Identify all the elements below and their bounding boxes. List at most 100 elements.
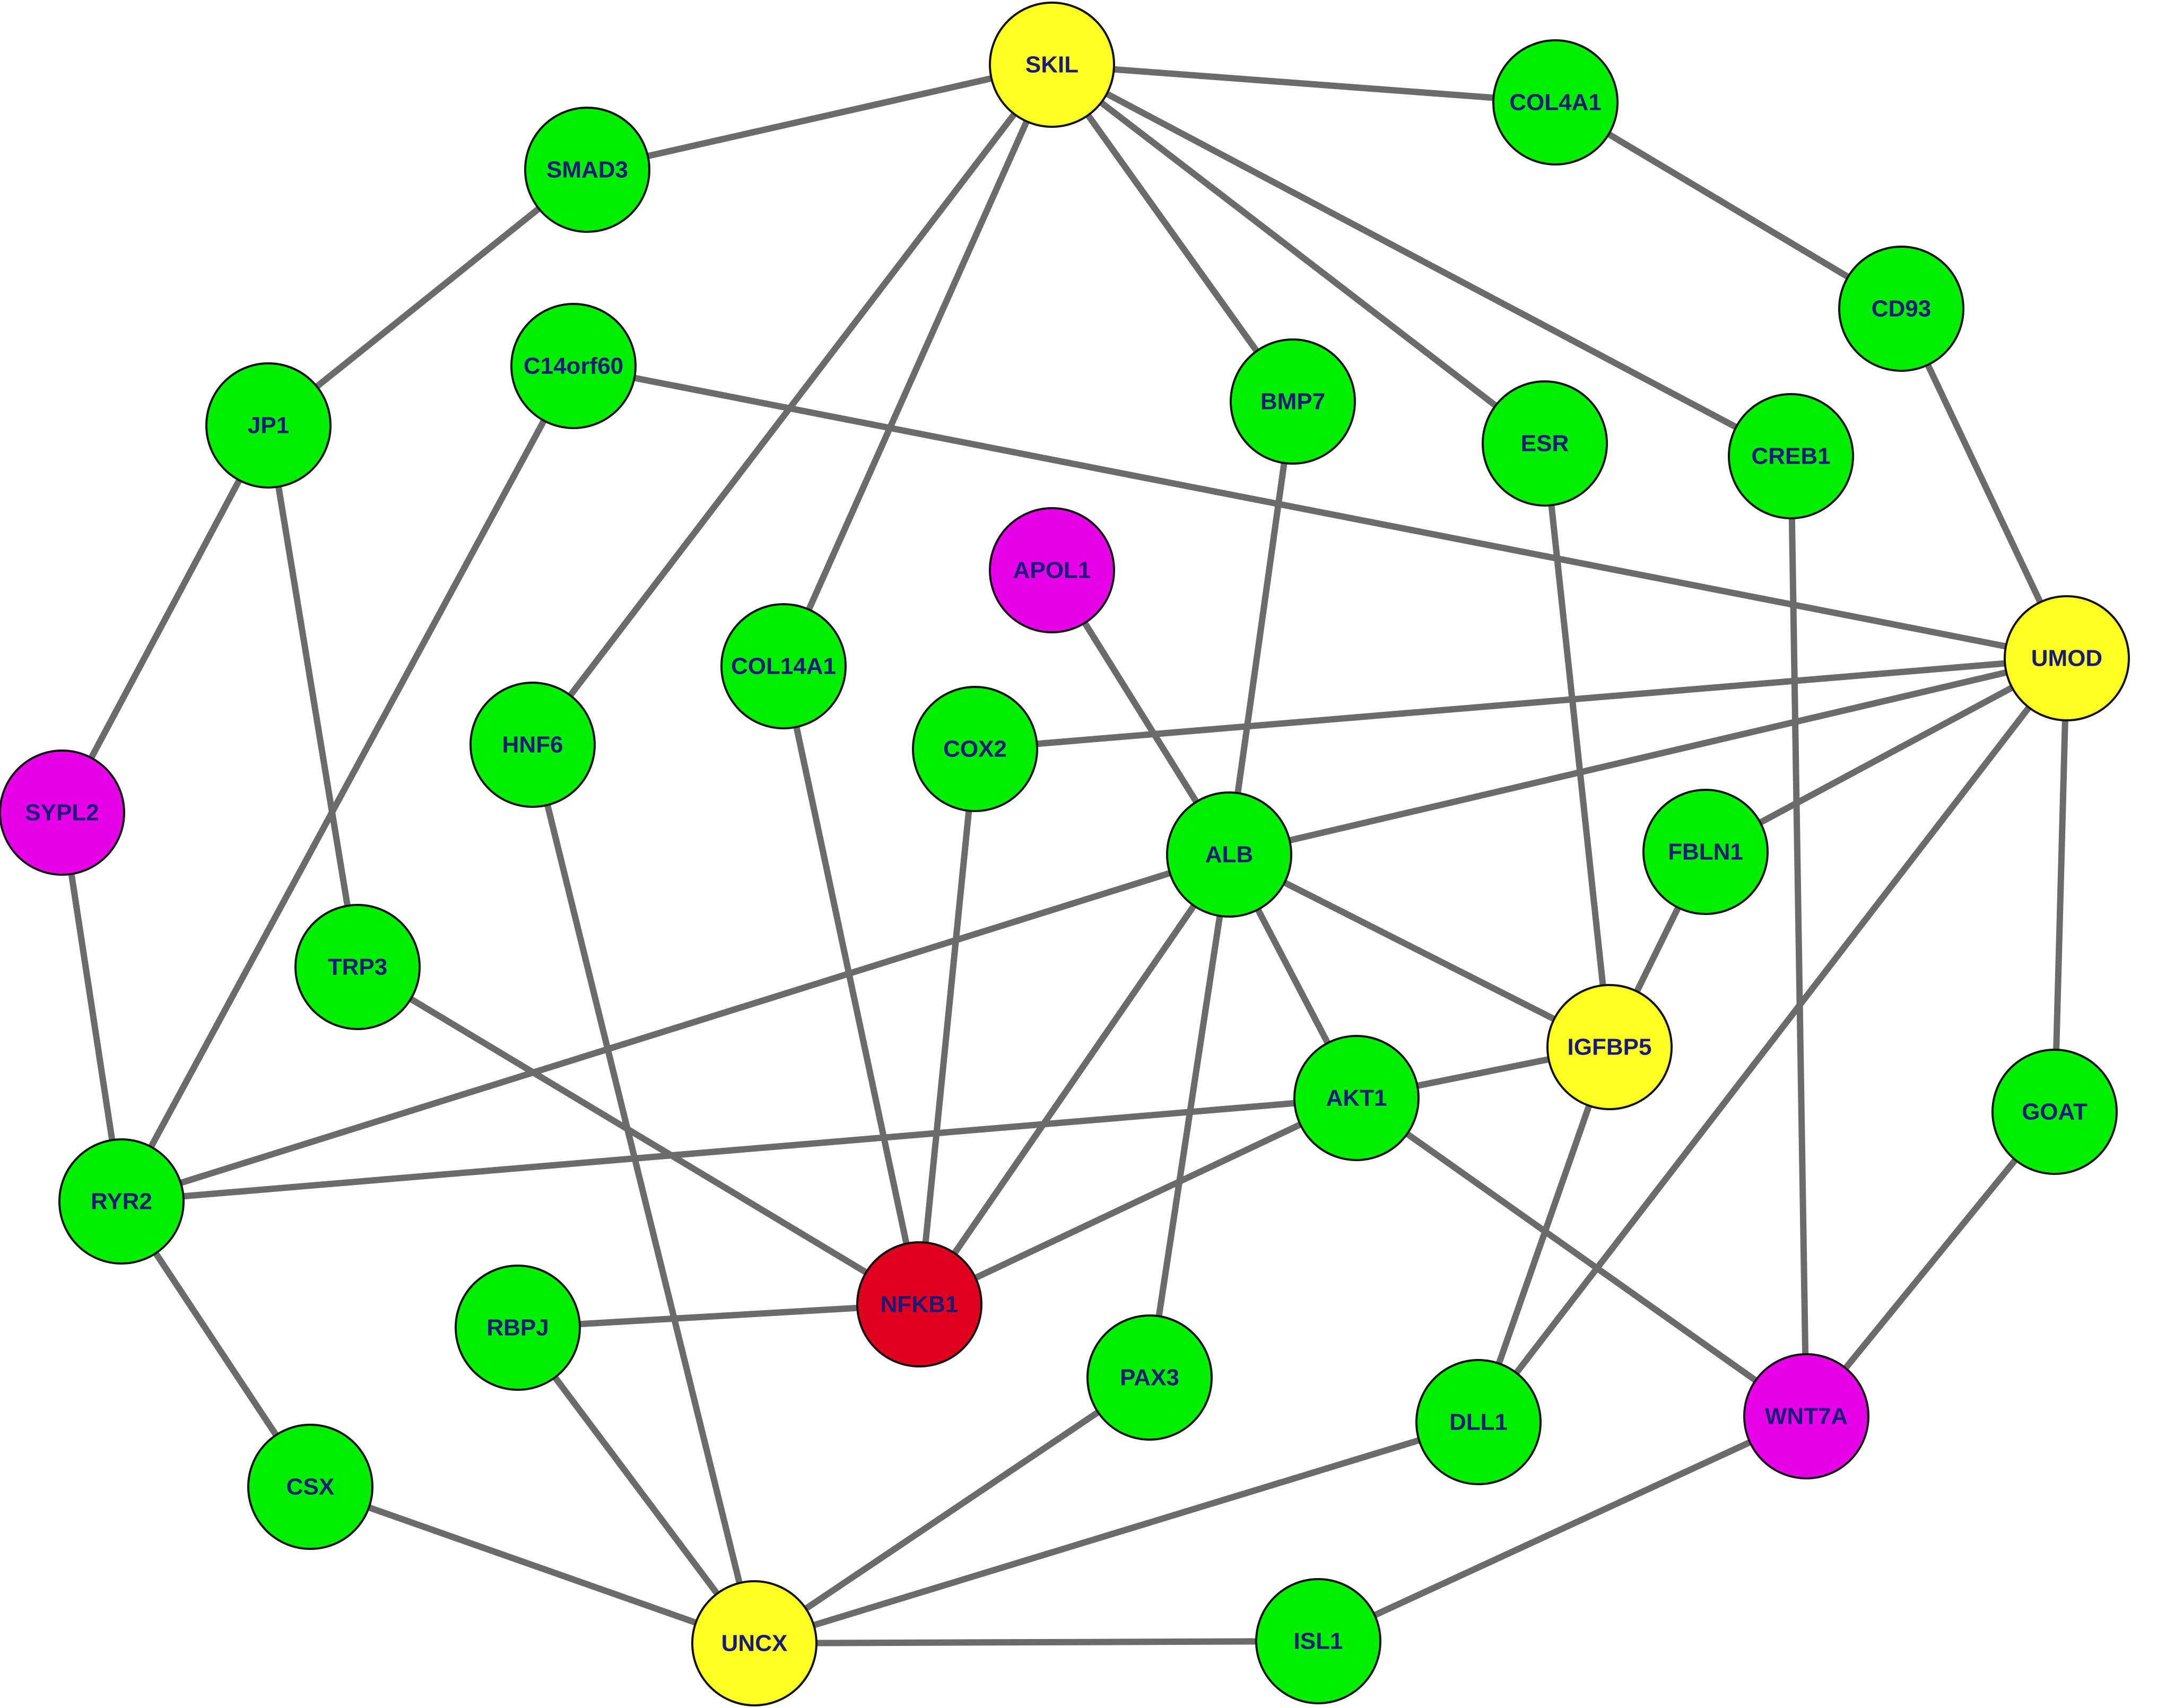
node-circle xyxy=(1546,984,1673,1110)
node-wnt7a[interactable]: WNT7A xyxy=(1743,1353,1869,1479)
edge-col14a1-nfkb1 xyxy=(780,663,923,1308)
edge-cox2-nfkb1 xyxy=(916,746,978,1308)
edge-goat-wnt7a xyxy=(1803,1109,2058,1419)
node-pax3[interactable]: PAX3 xyxy=(1086,1314,1213,1441)
node-label: ISL1 xyxy=(1294,1628,1343,1654)
edge-akt1-ryr2 xyxy=(118,1095,1360,1205)
node-circle xyxy=(469,682,596,808)
node-label: PAX3 xyxy=(1120,1365,1179,1391)
node-sypl2[interactable]: SYPL2 xyxy=(0,750,125,876)
node-uncx[interactable]: UNCX xyxy=(691,1580,817,1706)
node-nfkb1[interactable]: NFKB1 xyxy=(856,1241,982,1367)
edge-skil-creb1 xyxy=(1049,62,1794,459)
edge-umod-goat xyxy=(2051,655,2070,1115)
edge-umod-cox2 xyxy=(972,655,2070,752)
edges-layer xyxy=(59,62,2070,1646)
node-label: DLL1 xyxy=(1449,1409,1508,1435)
node-label: COL4A1 xyxy=(1509,90,1602,116)
node-esr[interactable]: ESR xyxy=(1482,380,1608,507)
node-label: SYPL2 xyxy=(25,800,99,826)
node-label: ESR xyxy=(1521,431,1569,457)
node-label: UMOD xyxy=(2031,646,2102,672)
edge-skil-col14a1 xyxy=(780,62,1055,669)
node-circle xyxy=(2004,595,2130,721)
node-rbpj[interactable]: RBPJ xyxy=(455,1265,581,1391)
node-label: HNF6 xyxy=(502,732,563,758)
node-ryr2[interactable]: RYR2 xyxy=(58,1138,185,1265)
node-label: COL14A1 xyxy=(731,653,836,679)
node-dll1[interactable]: DLL1 xyxy=(1415,1359,1542,1485)
node-isl1[interactable]: ISL1 xyxy=(1255,1578,1381,1704)
node-circle xyxy=(1086,1314,1213,1441)
node-circle xyxy=(989,2,1115,128)
node-cd93[interactable]: CD93 xyxy=(1838,246,1964,372)
edge-alb-nfkb1 xyxy=(916,851,1232,1308)
edge-uncx-isl1 xyxy=(751,1638,1321,1646)
node-alb[interactable]: ALB xyxy=(1166,791,1292,918)
node-goat[interactable]: GOAT xyxy=(1991,1049,2118,1175)
node-label: WNT7A xyxy=(1765,1404,1848,1430)
node-label: ALB xyxy=(1205,842,1253,868)
node-circle xyxy=(247,1424,373,1550)
node-col4a1[interactable]: COL4A1 xyxy=(1492,39,1619,165)
node-trp3[interactable]: TRP3 xyxy=(294,904,421,1030)
node-circle xyxy=(1293,1035,1420,1161)
node-col14a1[interactable]: COL14A1 xyxy=(720,603,847,729)
node-creb1[interactable]: CREB1 xyxy=(1728,393,1854,519)
node-cox2[interactable]: COX2 xyxy=(912,686,1038,812)
node-label: AKT1 xyxy=(1326,1085,1387,1111)
node-label: TRP3 xyxy=(328,954,387,980)
node-circle xyxy=(1728,393,1854,519)
node-igfbp5[interactable]: IGFBP5 xyxy=(1546,984,1673,1110)
node-c14orf60[interactable]: C14orf60 xyxy=(510,303,637,429)
edge-nfkb1-rbpj xyxy=(515,1301,923,1331)
node-akt1[interactable]: AKT1 xyxy=(1293,1035,1420,1161)
node-label: CD93 xyxy=(1872,296,1932,322)
node-label: C14orf60 xyxy=(524,353,623,379)
edge-skil-col4a1 xyxy=(1049,62,1559,106)
node-circle xyxy=(1642,789,1769,915)
node-circle xyxy=(720,603,847,729)
edge-skil-smad3 xyxy=(584,62,1055,173)
node-umod[interactable]: UMOD xyxy=(2004,595,2130,721)
edge-c14orf60-ryr2 xyxy=(118,363,577,1205)
node-label: SKIL xyxy=(1025,52,1078,78)
edge-alb-pax3 xyxy=(1146,851,1232,1381)
node-circle xyxy=(0,750,125,876)
node-label: BMP7 xyxy=(1260,389,1325,415)
node-smad3[interactable]: SMAD3 xyxy=(524,107,650,233)
node-apol1[interactable]: APOL1 xyxy=(989,507,1115,633)
node-label: GOAT xyxy=(2022,1099,2087,1125)
edge-umod-dll1 xyxy=(1475,655,2070,1425)
node-jp1[interactable]: JP1 xyxy=(205,362,332,489)
node-hnf6[interactable]: HNF6 xyxy=(469,682,596,808)
edge-skil-hnf6 xyxy=(529,62,1055,748)
node-circle xyxy=(1255,1578,1381,1704)
node-fbln1[interactable]: FBLN1 xyxy=(1642,789,1769,915)
node-skil[interactable]: SKIL xyxy=(989,2,1115,128)
edge-esr-igfbp5 xyxy=(1542,440,1613,1050)
node-circle xyxy=(510,303,637,429)
edge-umod-fbln1 xyxy=(1702,655,2070,855)
edge-skil-esr xyxy=(1049,62,1548,447)
node-circle xyxy=(524,107,650,233)
node-circle xyxy=(455,1265,581,1391)
edge-jp1-trp3 xyxy=(265,422,361,970)
node-csx[interactable]: CSX xyxy=(247,1424,373,1550)
node-label: CSX xyxy=(286,1474,334,1500)
edge-umod-alb xyxy=(1226,655,2070,858)
edge-pax3-uncx xyxy=(751,1374,1153,1646)
node-label: JP1 xyxy=(248,413,289,439)
node-circle xyxy=(58,1138,185,1265)
edge-hnf6-uncx xyxy=(529,742,758,1646)
node-label: SMAD3 xyxy=(546,157,628,183)
edge-skil-bmp7 xyxy=(1049,62,1296,405)
node-circle xyxy=(691,1580,817,1706)
edge-sypl2-ryr2 xyxy=(59,809,125,1205)
node-circle xyxy=(1492,39,1619,165)
node-label: NFKB1 xyxy=(881,1292,959,1318)
node-bmp7[interactable]: BMP7 xyxy=(1230,338,1356,465)
node-circle xyxy=(1166,791,1292,918)
